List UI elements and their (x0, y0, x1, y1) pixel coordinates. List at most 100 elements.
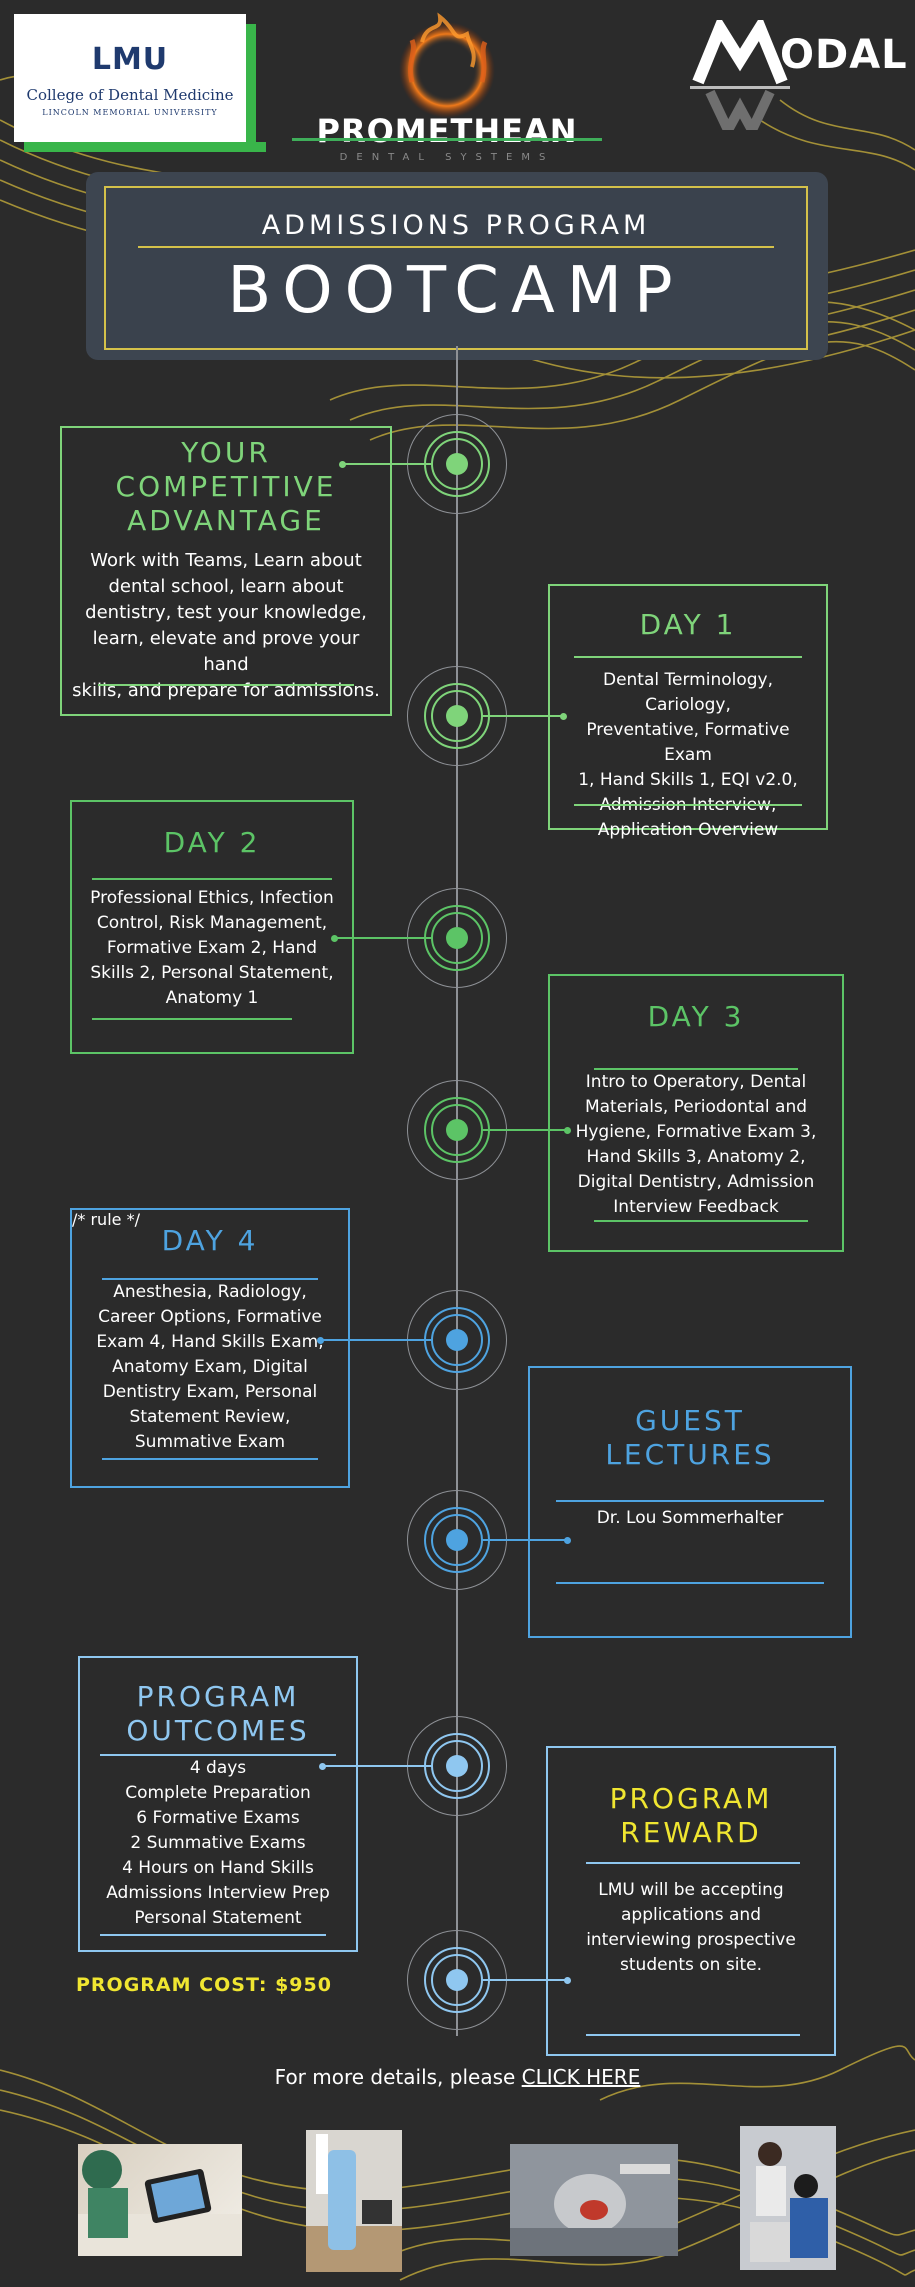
advantage-body-line: skills, and prepare for admissions. (72, 680, 380, 701)
outcomes-body-line: 4 days (189, 1758, 247, 1778)
day1-card: DAY 1 Dental Terminology, Cariology, Pre… (548, 584, 828, 840)
reward-rule-top (586, 1862, 800, 1864)
reward-body-line: students on site. (620, 1955, 762, 1975)
day2-title: DAY 2 (163, 826, 261, 859)
reward-card: PROGRAM REWARD LMU will be accepting app… (546, 1746, 836, 2056)
day3-card: DAY 3 Intro to Operatory, Dental Materia… (548, 974, 844, 1252)
day4-rule-top (102, 1278, 318, 1280)
guest-card: GUEST LECTURES Dr. Lou Sommerhalter (528, 1366, 852, 1638)
day1-title: DAY 1 (639, 608, 737, 641)
guest-title-line: GUEST (635, 1404, 745, 1437)
outcomes-title: PROGRAM OUTCOMES (80, 1680, 356, 1748)
connector-reward (482, 1976, 571, 1984)
timeline-spine (456, 346, 458, 2036)
program-cost: PROGRAM COST: $950 (76, 1974, 332, 1996)
day4-body-line: Summative Exam (134, 1432, 286, 1452)
day2-rule-top (92, 878, 332, 880)
advantage-body-line: dentistry, test your knowledge, (85, 602, 367, 623)
day4-card: DAY 4 /* rule */ Anesthesia, Radiology, … (70, 1208, 350, 1488)
advantage-rule (98, 684, 354, 686)
connector-advantage (339, 460, 432, 468)
outcomes-rule-top (100, 1754, 336, 1756)
connector-outcomes (319, 1762, 432, 1770)
guest-body-line: Dr. Lou Sommerhalter (596, 1508, 784, 1528)
day1-body-line: 1, Hand Skills 1, EQI v2.0, (578, 770, 798, 790)
guest-body: Dr. Lou Sommerhalter (540, 1506, 840, 1531)
advantage-body-line: Work with Teams, Learn about (90, 550, 362, 571)
page-title: BOOTCAMP (227, 254, 685, 328)
day1-body-line: Preventative, Formative Exam (586, 720, 790, 765)
day1-rule-bottom (574, 804, 802, 806)
lmu-logo-university: LINCOLN MEMORIAL UNIVERSITY (42, 108, 218, 117)
promethean-logo: PROMETHEAN DENTAL SYSTEMS (282, 12, 612, 163)
day2-body-line: Anatomy 1 (165, 988, 259, 1008)
outcomes-body-line: Admissions Interview Prep (106, 1883, 330, 1903)
connector-day2 (331, 934, 432, 942)
lmu-logo-college: College of Dental Medicine (26, 86, 234, 104)
modal-logo: ODAL (680, 16, 908, 136)
day2-body: Professional Ethics, Infection Control, … (82, 886, 342, 1011)
connector-day4 (317, 1336, 432, 1344)
day4-body-line: Anesthesia, Radiology, (113, 1282, 307, 1302)
title-frame: ADMISSIONS PROGRAM BOOTCAMP (104, 186, 808, 350)
guest-rule-bottom (556, 1582, 824, 1584)
day4-rule-bottom (102, 1458, 318, 1460)
outcomes-body-line: 2 Summative Exams (130, 1833, 306, 1853)
reward-body: LMU will be accepting applications and i… (558, 1878, 824, 1978)
footer-prefix: For more details, please (274, 2065, 522, 2089)
day2-body-line: Professional Ethics, Infection (90, 888, 334, 908)
reward-title-line: PROGRAM (609, 1782, 773, 1815)
day2-rule-bottom (92, 1018, 292, 1020)
lmu-logo-mark: LMU (91, 42, 169, 77)
day1-body: Dental Terminology, Cariology, Preventat… (560, 668, 816, 843)
modal-logo-name: ODAL (780, 32, 908, 78)
outcomes-body-line: 4 Hours on Hand Skills (122, 1858, 314, 1878)
day4-body-line: Anatomy Exam, Digital (112, 1357, 308, 1377)
advantage-title-line: COMPETITIVE (115, 470, 337, 503)
day1-body-line: Dental Terminology, Cariology, (602, 670, 774, 715)
page-subtitle: ADMISSIONS PROGRAM (261, 210, 651, 241)
day3-body: Intro to Operatory, Dental Materials, Pe… (560, 1070, 832, 1220)
day1-body-line: Application Overview (597, 820, 779, 840)
photo-dental-students (740, 2126, 836, 2270)
guest-title-line: LECTURES (605, 1438, 775, 1471)
day2-card: DAY 2 Professional Ethics, Infection Con… (70, 800, 354, 1054)
click-here-link[interactable]: CLICK HERE (521, 2065, 641, 2089)
connector-day3 (482, 1126, 571, 1134)
title-divider (138, 246, 774, 248)
promethean-logo-name: PROMETHEAN (316, 112, 578, 150)
outcomes-body: 4 days Complete Preparation 6 Formative … (90, 1756, 346, 1931)
day3-rule-top (594, 1068, 798, 1070)
reward-body-line: applications and (620, 1905, 762, 1925)
day4-body-line: Dentistry Exam, Personal (102, 1382, 318, 1402)
guest-rule-top (556, 1500, 824, 1502)
connector-day1 (482, 712, 567, 720)
reward-title-line: REWARD (620, 1816, 762, 1849)
promethean-logo-underline (292, 138, 602, 141)
advantage-body-line: dental school, learn about (108, 576, 344, 597)
outcomes-card: PROGRAM OUTCOMES 4 days Complete Prepara… (78, 1656, 358, 1952)
day3-rule-bottom (594, 1220, 808, 1222)
day3-body-line: Interview Feedback (613, 1197, 779, 1217)
reward-title: PROGRAM REWARD (548, 1782, 834, 1850)
advantage-card: YOUR COMPETITIVE ADVANTAGE Work with Tea… (60, 426, 392, 716)
outcomes-title-line: OUTCOMES (126, 1714, 310, 1747)
day2-body-line: Formative Exam 2, Hand (106, 938, 318, 958)
photo-tablet-student (78, 2144, 242, 2256)
day3-body-line: Intro to Operatory, Dental (585, 1072, 807, 1092)
modal-m-icon (690, 20, 790, 130)
lmu-logo-accent-bottom (24, 142, 266, 152)
lmu-logo-accent (246, 24, 256, 152)
reward-body-line: LMU will be accepting (598, 1880, 784, 1900)
outcomes-body-line: Complete Preparation (125, 1783, 311, 1803)
day4-body-line: Statement Review, (129, 1407, 291, 1427)
day1-rule-top (574, 656, 802, 658)
reward-rule-bottom (586, 2034, 800, 2036)
advantage-title: YOUR COMPETITIVE ADVANTAGE (62, 436, 390, 538)
day3-body-line: Materials, Periodontal and (584, 1097, 808, 1117)
day3-body-line: Hand Skills 3, Anatomy 2, (586, 1147, 806, 1167)
outcomes-title-line: PROGRAM (136, 1680, 300, 1713)
flame-ring-icon (399, 12, 495, 118)
promethean-logo-sub: DENTAL SYSTEMS (339, 152, 555, 163)
connector-guest (482, 1536, 571, 1544)
